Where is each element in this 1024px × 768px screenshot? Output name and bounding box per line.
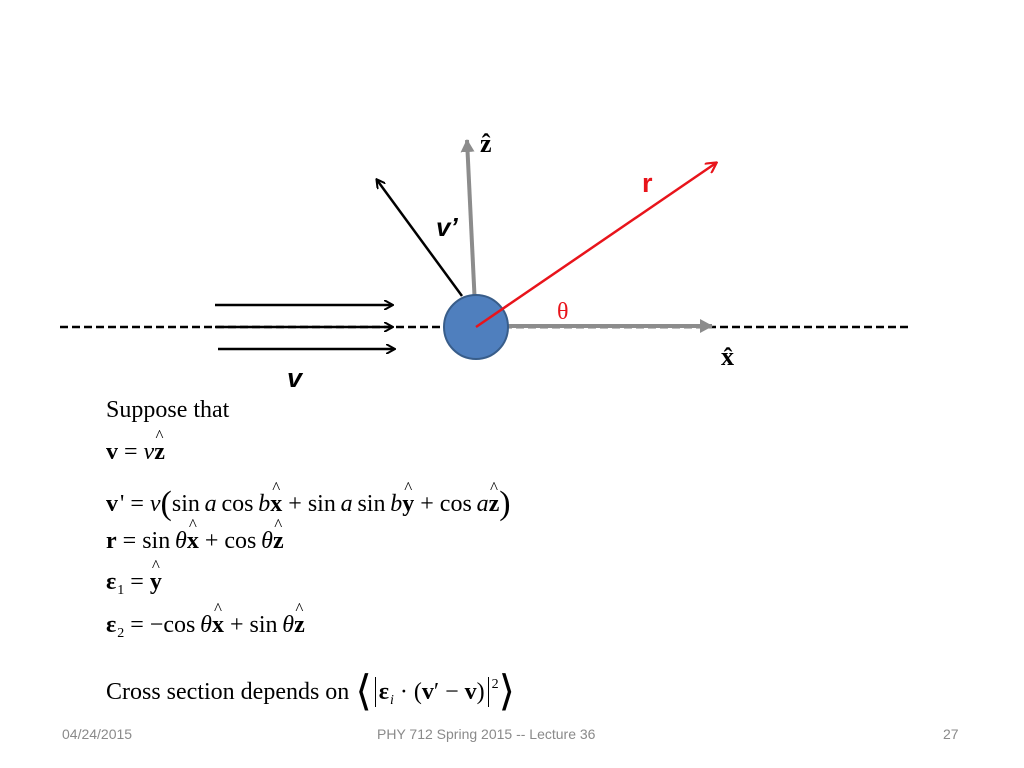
r-label: r xyxy=(642,168,653,198)
v-label: v xyxy=(287,363,304,393)
x-hat-label: x̂ xyxy=(721,342,734,371)
equation-r: r = sin θx + cos θz xyxy=(106,529,284,553)
equation-v-prime: v ' = v(sin a cos bx + sin a sin by + co… xyxy=(106,484,511,521)
equation-v: v = vz xyxy=(106,440,165,464)
footer-title: PHY 712 Spring 2015 -- Lecture 36 xyxy=(377,726,596,742)
equation-epsilon1: ε1 = y xyxy=(106,570,162,598)
r-arrow xyxy=(475,163,716,329)
theta-label: θ xyxy=(557,299,569,325)
cross-section-line: Cross section depends on ⟨εi · (v′ − v)2… xyxy=(106,669,516,715)
scattering-diagram: ẑ x̂ r v’ v θ xyxy=(60,129,912,393)
suppose-text: Suppose that xyxy=(106,397,230,423)
v-prime-label: v’ xyxy=(436,212,458,242)
cross-section-text: Cross section depends on xyxy=(106,679,350,705)
footer-page-number: 27 xyxy=(943,726,959,742)
equation-epsilon2: ε2 = −cos θx + sin θz xyxy=(106,613,305,641)
footer-date: 04/24/2015 xyxy=(62,726,133,742)
z-hat-label: ẑ xyxy=(480,129,492,158)
incoming-velocity-arrows xyxy=(215,305,394,349)
v-prime-arrow xyxy=(377,180,464,297)
